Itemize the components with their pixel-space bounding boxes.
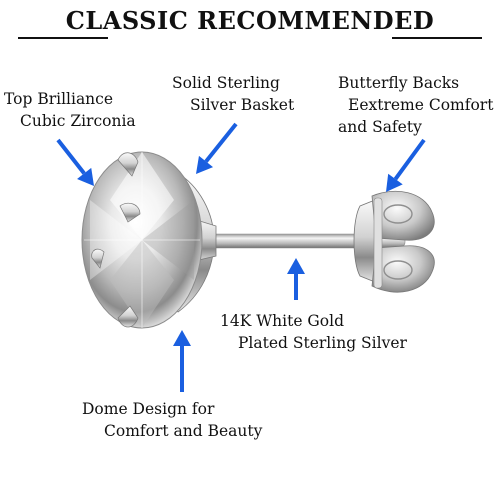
callout-basket-line2: Silver Basket (190, 96, 295, 114)
page-title: CLASSIC RECOMMENDED (65, 6, 435, 35)
arrow-dome (173, 330, 191, 392)
arrow-butterfly (386, 138, 426, 192)
callout-butterfly-line3: and Safety (338, 118, 422, 136)
arrow-head-icon (287, 258, 305, 274)
callout-post-line1: 14K White Gold (220, 312, 345, 330)
arrow-post (287, 258, 305, 300)
arrow-top-brilliance (56, 138, 94, 186)
callout-butterfly-line1: Butterfly Backs (338, 74, 460, 92)
gem (81, 151, 203, 329)
callout-dome-line2: Comfort and Beauty (104, 422, 263, 440)
callout-dome: Dome Design for Comfort and Beauty (82, 398, 262, 442)
callout-post: 14K White Gold Plated Sterling Silver (220, 310, 407, 354)
callout-basket-line1: Solid Sterling (172, 74, 280, 92)
prongs (91, 152, 141, 328)
callout-post-line2: Plated Sterling Silver (238, 334, 407, 352)
callout-butterfly: Butterfly Backs Eextreme Comfort and Saf… (338, 72, 493, 138)
arrow-head-icon (196, 155, 214, 174)
arrow-icon (204, 122, 238, 163)
arrows (56, 122, 426, 392)
callout-top-brilliance-line2: Cubic Zirconia (20, 112, 136, 130)
arrow-icon (56, 138, 86, 175)
arrow-basket (196, 122, 238, 174)
arrow-head-icon (386, 173, 403, 192)
butterfly-back (353, 190, 435, 293)
callout-dome-line1: Dome Design for (82, 400, 215, 418)
arrow-icon (393, 138, 426, 181)
arrow-head-icon (77, 167, 94, 186)
callout-top-brilliance: Top Brilliance Cubic Zirconia (4, 88, 136, 132)
title-line-right (392, 37, 482, 39)
callout-butterfly-line2: Eextreme Comfort (348, 96, 494, 114)
arrow-head-icon (173, 330, 191, 346)
title-line-left (18, 37, 108, 39)
callout-basket: Solid Sterling Silver Basket (172, 72, 294, 116)
callout-top-brilliance-line1: Top Brilliance (4, 90, 114, 108)
